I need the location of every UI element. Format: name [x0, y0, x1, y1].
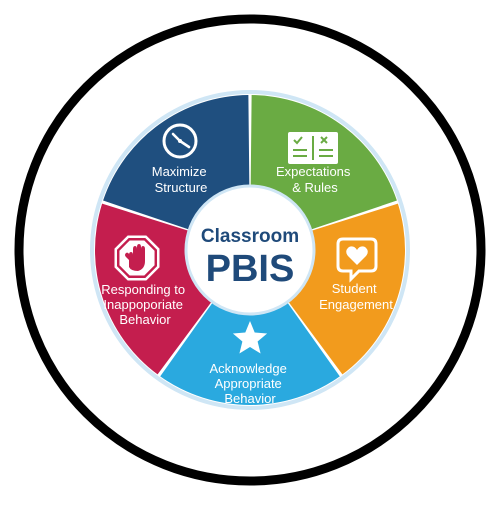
star-icon — [232, 321, 268, 354]
label-line: Engagement — [319, 297, 393, 312]
label-maximize-structure: Maximize Structure — [152, 164, 211, 195]
hub-main: PBIS — [206, 248, 295, 290]
label-expectations-rules: Expectations & Rules — [276, 164, 354, 195]
inner-ring — [90, 90, 410, 410]
clock-icon — [162, 123, 198, 159]
segment-maximize-structure — [103, 95, 250, 230]
label-student-engagement: Student Engagement — [319, 281, 393, 312]
label-line: Maximize — [152, 164, 207, 179]
label-responding-inappropriate-behavior: Responding to Inappoporiate Behavior — [101, 282, 188, 327]
label-line: Structure — [155, 180, 208, 195]
label-line: Inappoporiate — [103, 297, 183, 312]
checklist-icon — [288, 132, 338, 164]
label-acknowledge-appropriate-behavior: Acknowledge Appropriate Behavior — [210, 361, 291, 406]
label-line: Behavior — [119, 312, 171, 327]
hub-title: Classroom — [201, 226, 299, 247]
label-line: & Rules — [292, 180, 338, 195]
label-line: Appropriate — [215, 376, 282, 391]
outer-ring — [14, 14, 486, 486]
segment-acknowledge-appropriate-behavior — [160, 302, 340, 406]
label-line: Acknowledge — [210, 361, 287, 376]
stop-hand-icon — [114, 235, 160, 281]
label-line: Behavior — [224, 391, 276, 406]
heart-speech-bubble-icon — [336, 237, 378, 283]
center-hub — [184, 184, 316, 316]
label-line: Student — [332, 281, 377, 296]
label-line: Expectations — [276, 164, 351, 179]
label-line: Responding to — [101, 282, 185, 297]
